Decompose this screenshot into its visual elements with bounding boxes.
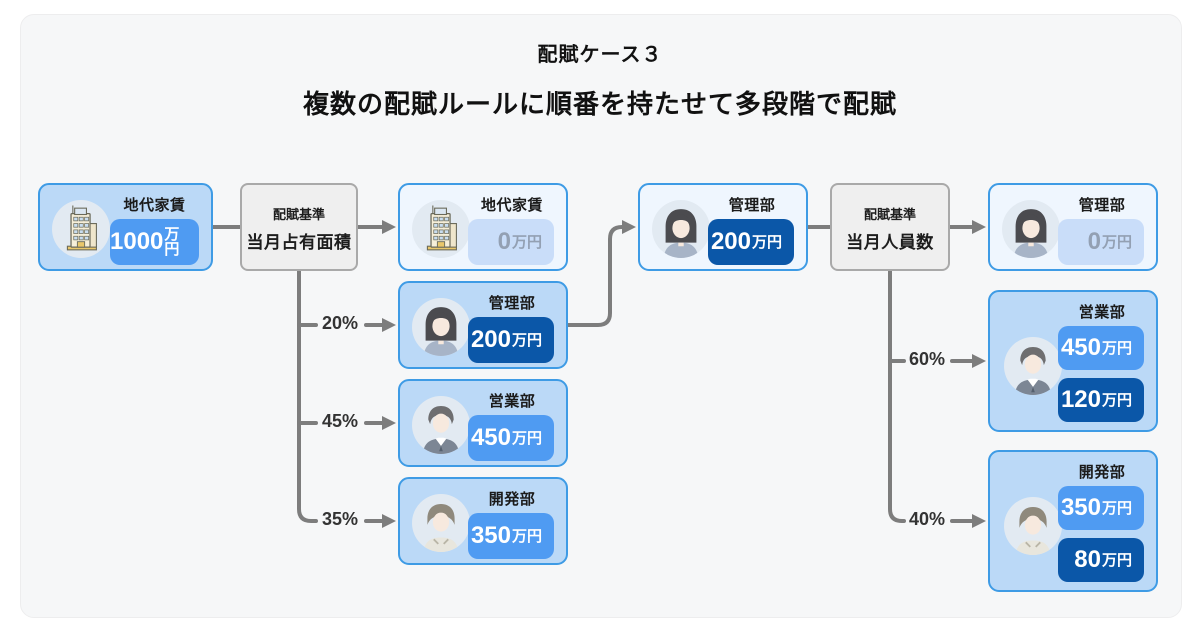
amount-unit: 万円 bbox=[1101, 551, 1132, 569]
amount-value: 350 bbox=[470, 522, 511, 549]
amount-value: 80 bbox=[1074, 546, 1101, 573]
person-dev-icon bbox=[1004, 497, 1062, 555]
percent-label: 45% bbox=[321, 411, 359, 431]
amount-unit: 万円 bbox=[164, 226, 180, 258]
stage1-basis-box: 配賦基準 当月占有面積 bbox=[240, 183, 358, 271]
case-label: 配賦ケース３ bbox=[537, 44, 663, 66]
percent-label: 35% bbox=[321, 509, 359, 529]
basis-caption: 配賦基準 bbox=[272, 207, 325, 222]
box-label: 管理部 bbox=[488, 295, 536, 312]
amount-unit: 万円 bbox=[751, 233, 782, 251]
person-man-icon bbox=[1004, 337, 1062, 395]
person-man-icon bbox=[412, 396, 470, 454]
stage2-basis-box: 配賦基準 当月人員数 bbox=[830, 183, 950, 271]
person-dev-icon bbox=[412, 494, 470, 552]
box-label: 管理部 bbox=[728, 197, 776, 214]
box-label: 開発部 bbox=[1078, 464, 1126, 481]
box-label: 地代家賃 bbox=[123, 197, 186, 214]
amount-value: 0 bbox=[1087, 228, 1101, 255]
person-woman-icon bbox=[1002, 200, 1060, 258]
amount-value: 120 bbox=[1060, 386, 1101, 413]
basis-name: 当月人員数 bbox=[846, 233, 934, 252]
building-icon bbox=[52, 200, 110, 258]
box-label: 営業部 bbox=[488, 393, 536, 410]
amount-unit: 万円 bbox=[511, 233, 542, 251]
amount-unit: 万円 bbox=[1101, 233, 1132, 251]
box-label: 営業部 bbox=[1078, 304, 1126, 321]
amount-unit: 万円 bbox=[1101, 499, 1132, 517]
basis-name: 当月占有面積 bbox=[246, 233, 352, 252]
amount-value: 200 bbox=[710, 228, 751, 255]
amount-value: 450 bbox=[1060, 334, 1101, 361]
amount-value: 1000 bbox=[110, 228, 164, 255]
box-label: 開発部 bbox=[488, 491, 536, 508]
amount-value: 450 bbox=[470, 424, 511, 451]
percent-label: 60% bbox=[908, 349, 946, 369]
box-label: 管理部 bbox=[1078, 197, 1126, 214]
amount-value: 200 bbox=[470, 326, 511, 353]
amount-unit: 万円 bbox=[1101, 339, 1132, 357]
building-icon bbox=[412, 200, 470, 258]
page-title: 複数の配賦ルールに順番を持たせて多段階で配賦 bbox=[302, 89, 897, 119]
amount-unit: 万円 bbox=[511, 527, 542, 545]
percent-label: 40% bbox=[908, 509, 946, 529]
amount-value: 0 bbox=[497, 228, 511, 255]
percent-label: 20% bbox=[321, 313, 359, 333]
amount-value: 350 bbox=[1060, 494, 1101, 521]
basis-caption: 配賦基準 bbox=[863, 207, 916, 222]
amount-unit: 万円 bbox=[511, 429, 542, 447]
person-woman-icon bbox=[652, 200, 710, 258]
box-label: 地代家賃 bbox=[480, 197, 543, 214]
amount-unit: 万円 bbox=[511, 331, 542, 349]
person-woman-icon bbox=[412, 298, 470, 356]
amount-unit: 万円 bbox=[1101, 391, 1132, 409]
